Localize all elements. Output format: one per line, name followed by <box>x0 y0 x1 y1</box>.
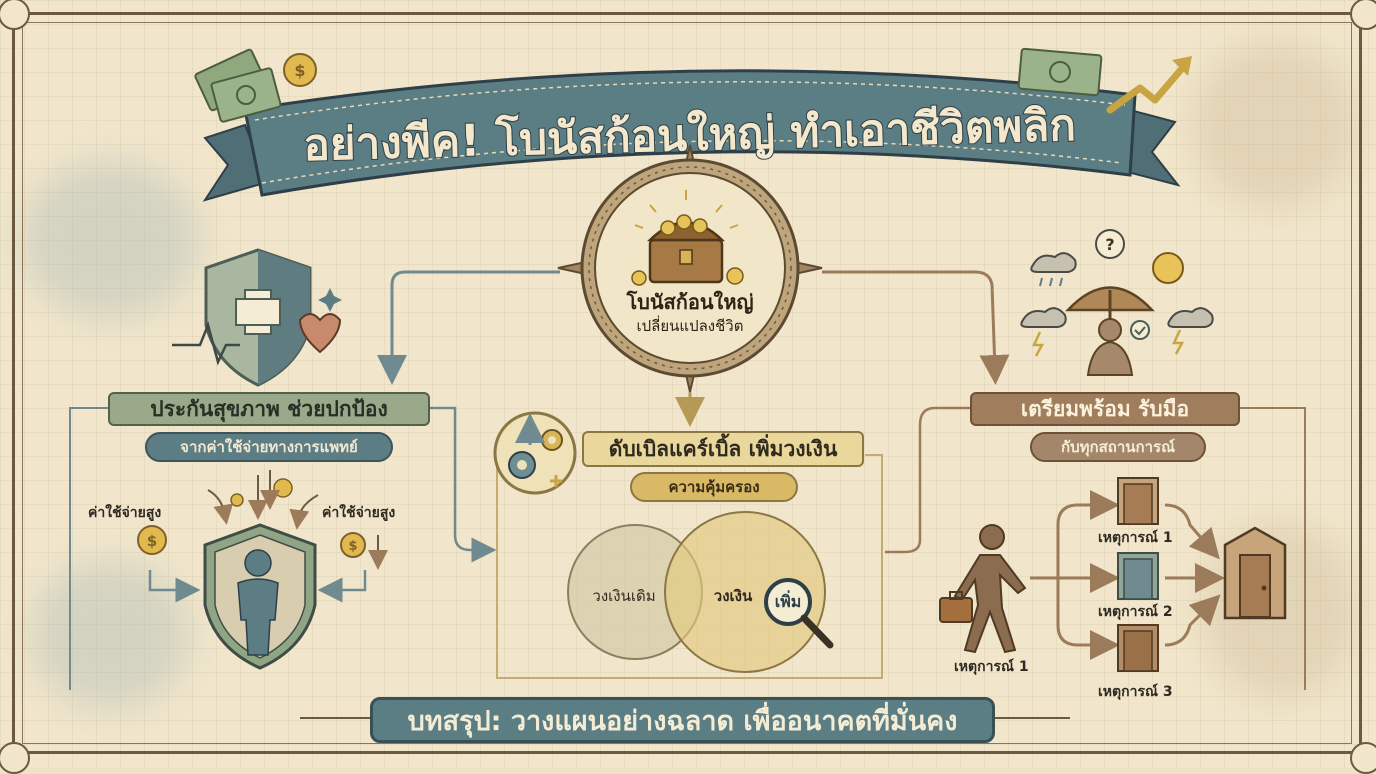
connector-left-to-middle <box>430 406 497 563</box>
event-3-label: เหตุการณ์ 3 <box>1098 684 1173 700</box>
right-subheading: กับทุกสถานการณ์ <box>1030 432 1206 462</box>
connector-right-to-middle <box>885 406 970 554</box>
event-branches <box>1030 477 1287 672</box>
cost-label-left: ค่าใช้จ่ายสูง <box>88 505 162 521</box>
venn-label-original: วงเงินเดิม <box>592 587 656 605</box>
walking-person-icon <box>939 524 1027 654</box>
cost-label-right: ค่าใช้จ่ายสูง <box>322 505 396 521</box>
venn-label-increase: เพิ่ม <box>774 592 802 611</box>
health-shield-icon <box>172 248 342 387</box>
svg-text:$: $ <box>348 539 357 554</box>
svg-text:$: $ <box>294 61 305 80</box>
connector-right <box>822 270 1010 385</box>
left-subheading: จากค่าใช้จ่ายทางการแพทย์ <box>145 432 393 462</box>
outer-frame <box>12 12 1362 754</box>
event-1-label: เหตุการณ์ 1 <box>1098 530 1173 546</box>
summary-banner: บทสรุป: วางแผนอย่างฉลาด เพื่ออนาคตที่มั่… <box>370 697 995 743</box>
venn-label-limit: วงเงิน <box>713 587 753 605</box>
center-line1: โบนัสก้อนใหญ่ <box>626 290 754 314</box>
corner-ornament-tr <box>1350 0 1376 30</box>
umbrella-weather-icon: ? <box>1020 229 1214 376</box>
corner-ornament-tl <box>0 0 30 30</box>
money-bills-icon: $ <box>194 48 317 123</box>
venn-diagram <box>567 511 834 673</box>
left-bracket-line <box>69 407 108 690</box>
title-ribbon <box>202 69 1181 202</box>
walker-event-label: เหตุการณ์ 1 <box>954 659 1029 675</box>
stain-top-left <box>20 160 200 320</box>
inner-frame <box>22 22 1352 744</box>
compass-emblem <box>557 144 823 393</box>
right-heading: เตรียมพร้อม รับมือ <box>970 392 1240 426</box>
protected-person-icon: $ $ <box>137 470 388 670</box>
stain-top-right <box>1190 40 1360 210</box>
right-bracket-line <box>1240 407 1306 690</box>
gears-icon <box>493 411 577 495</box>
center-line2: เปลี่ยนแปลงชีวิต <box>636 317 744 335</box>
middle-subheading: ความคุ้มครอง <box>630 472 798 502</box>
stain-bottom-left <box>30 560 190 710</box>
svg-text:$: $ <box>147 532 157 550</box>
growth-arrow-icon <box>1017 47 1192 114</box>
middle-heading: ดับเบิลแคร์เบิ้ล เพิ่มวงเงิน <box>582 431 864 467</box>
event-2-label: เหตุการณ์ 2 <box>1098 604 1173 620</box>
connector-left <box>377 270 560 385</box>
left-heading: ประกันสุขภาพ ช่วยปกป้อง <box>108 392 430 426</box>
svg-text:?: ? <box>1105 235 1114 254</box>
